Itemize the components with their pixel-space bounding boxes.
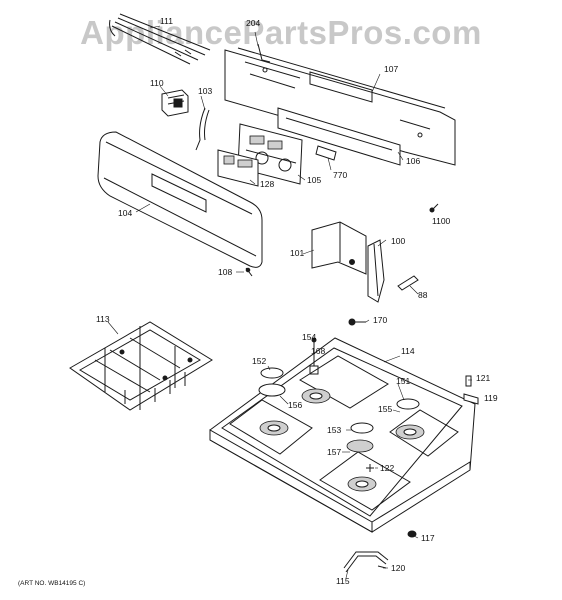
callout-113: 113 <box>96 314 110 324</box>
callout-111: 111 <box>160 16 173 26</box>
callout-156: 156 <box>288 400 302 410</box>
callout-170: 170 <box>373 315 387 325</box>
art-number: (ART NO. WB14195 C) <box>18 580 86 587</box>
callout-104: 104 <box>118 208 132 218</box>
callout-115: 115 <box>336 576 350 586</box>
callout-107: 107 <box>384 64 398 74</box>
backsplash-panel-part <box>224 43 456 166</box>
leader-lines <box>107 25 472 579</box>
callout-121: 121 <box>476 373 490 383</box>
burner-heads <box>259 388 425 492</box>
igniter-electrode-part <box>309 337 319 375</box>
watermark: AppliancePartsPros.com <box>80 14 482 51</box>
bracket-part <box>195 107 210 151</box>
burner-caps <box>258 367 420 453</box>
callout-88: 88 <box>418 290 428 300</box>
callout-1100: 1100 <box>432 216 451 226</box>
control-panel-part <box>97 131 263 268</box>
wire-harness-part <box>109 13 211 65</box>
callout-110: 110 <box>150 78 164 88</box>
callout-108: 108 <box>218 267 232 277</box>
callout-119: 119 <box>484 393 498 403</box>
side-bracket-part <box>367 239 385 303</box>
small-clip-part <box>315 145 337 161</box>
callout-157: 157 <box>327 447 341 457</box>
callout-106: 106 <box>406 156 420 166</box>
callout-128: 128 <box>260 179 274 189</box>
callout-105: 105 <box>307 175 321 185</box>
callout-120: 120 <box>391 563 405 573</box>
screw-part-1100 <box>429 203 439 213</box>
cooktop-part <box>209 337 476 533</box>
callout-204: 204 <box>246 18 260 28</box>
callout-153: 153 <box>327 425 341 435</box>
callout-122: 122 <box>380 463 394 473</box>
control-overlay-part <box>217 149 259 187</box>
grommet-part <box>407 530 417 538</box>
callout-101: 101 <box>290 248 304 258</box>
callout-151: 151 <box>396 376 410 386</box>
relay-module-part <box>161 89 189 117</box>
callout-100: 100 <box>391 236 405 246</box>
callout-154: 154 <box>302 332 316 342</box>
igniter-part-122 <box>366 464 374 472</box>
screw-part-108 <box>245 267 253 277</box>
callout-152: 152 <box>252 356 266 366</box>
screw-part-170 <box>348 318 366 326</box>
callout-103: 103 <box>198 86 212 96</box>
burner-grate-part <box>69 321 213 411</box>
spring-part <box>397 275 419 291</box>
burner-bracket-part <box>311 221 367 275</box>
callout-770: 770 <box>333 170 347 180</box>
callout-114: 114 <box>401 346 415 356</box>
callout-168: 168 <box>311 346 325 356</box>
callout-117: 117 <box>421 533 435 543</box>
support-bracket-part <box>277 107 401 166</box>
callout-155: 155 <box>378 404 392 414</box>
hinge-parts <box>463 375 479 405</box>
valve-rod-part <box>343 551 389 573</box>
